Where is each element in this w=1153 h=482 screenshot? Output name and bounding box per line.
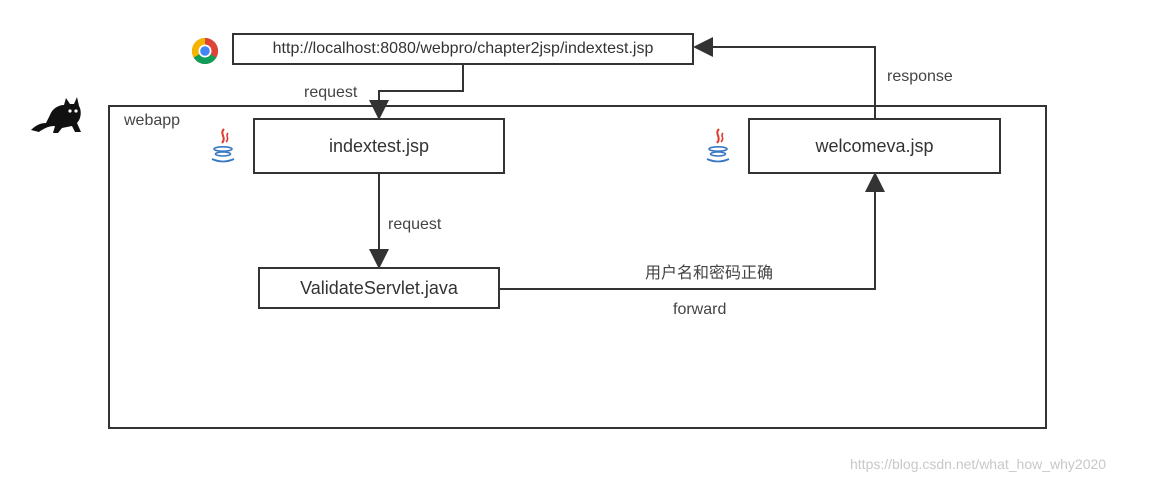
forward-condition-label: 用户名和密码正确 — [645, 263, 774, 282]
indextest-jsp-box: indextest.jsp — [253, 118, 505, 174]
forward-arrow — [500, 172, 885, 290]
response-label: response — [887, 68, 953, 85]
java-icon — [211, 128, 235, 163]
watermark-text: https://blog.csdn.net/what_how_why2020 — [850, 456, 1107, 472]
validate-servlet-box: ValidateServlet.java — [258, 267, 500, 309]
java-icon — [706, 128, 730, 163]
webapp-container — [108, 105, 1047, 429]
forward-label: forward — [673, 301, 727, 318]
tomcat-cat-icon — [31, 97, 81, 133]
indextest-jsp-label: indextest.jsp — [328, 135, 430, 156]
request-arrow-to-index — [369, 65, 464, 120]
welcomeva-jsp-label: welcomeva.jsp — [815, 135, 934, 156]
request-label-middle: request — [388, 216, 442, 233]
response-arrow — [693, 37, 876, 118]
browser-url-box: http://localhost:8080/webpro/chapter2jsp… — [232, 33, 694, 65]
welcomeva-jsp-box: welcomeva.jsp — [748, 118, 1001, 174]
request-label-top: request — [304, 84, 358, 101]
chrome-icon — [191, 37, 219, 65]
validate-servlet-label: ValidateServlet.java — [300, 277, 458, 298]
webapp-label: webapp — [124, 112, 181, 129]
browser-url-text: http://localhost:8080/webpro/chapter2jsp… — [272, 40, 654, 57]
